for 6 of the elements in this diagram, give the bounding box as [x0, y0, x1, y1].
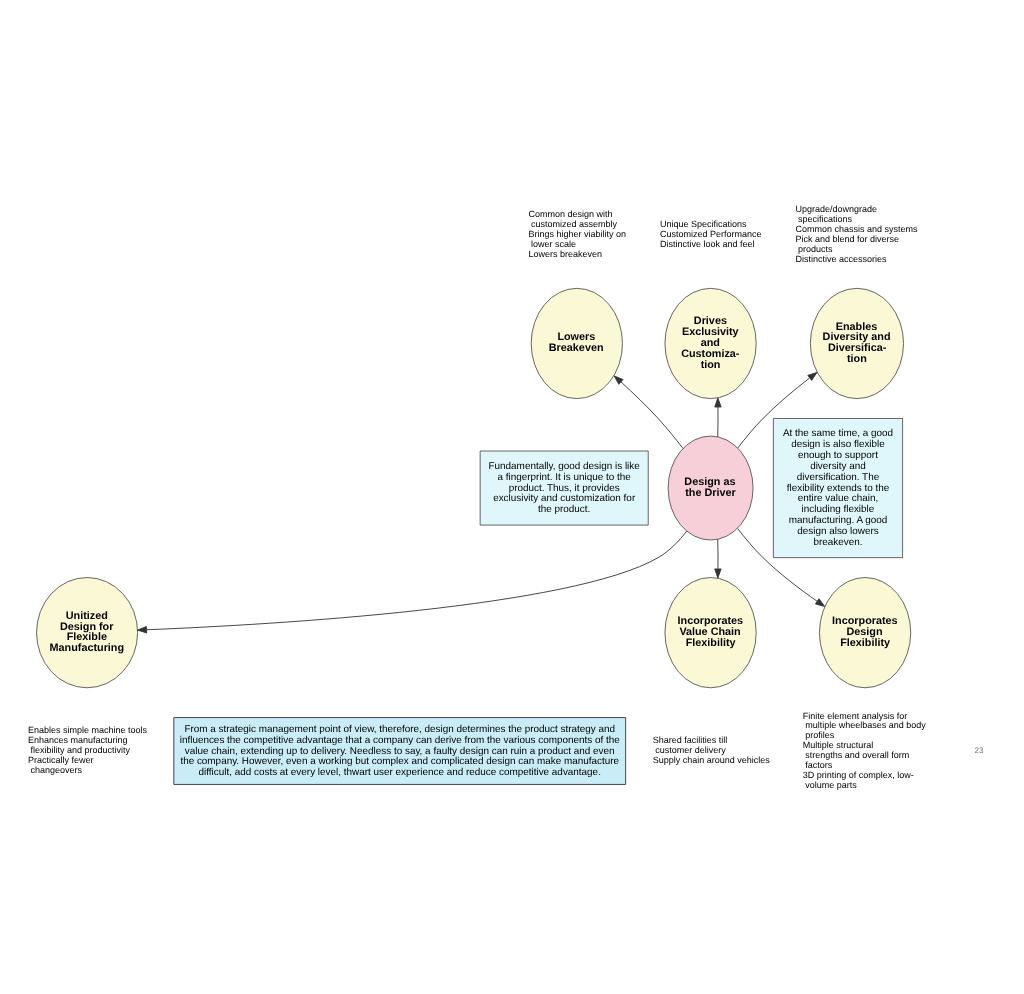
arrow — [137, 529, 688, 633]
arrow — [737, 370, 818, 448]
arrow — [613, 374, 684, 448]
arrow — [714, 396, 722, 437]
arrow — [737, 526, 826, 606]
arrow — [714, 537, 722, 578]
